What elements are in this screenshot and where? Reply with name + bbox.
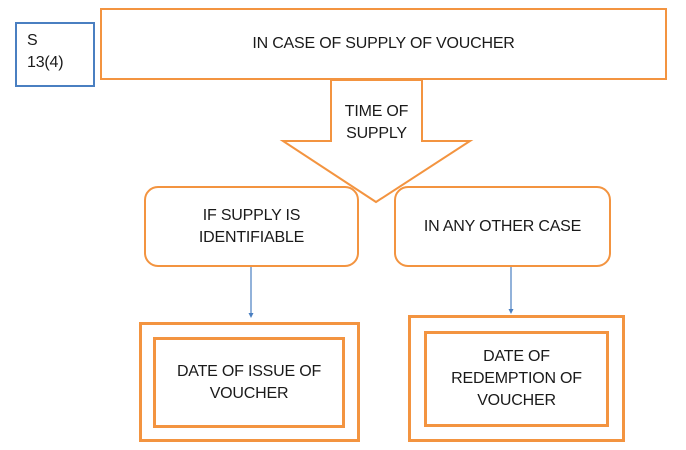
condition-line1: IN ANY OTHER CASE [423,217,582,235]
arrow-label: TIME OF SUPPLY [331,98,422,148]
result-line: DATE OF [483,348,550,365]
arrow-label-line1: TIME OF [344,103,409,120]
section-label-box: S 13(4) [15,22,95,87]
result-line: REDEMPTION OF [451,370,582,387]
connector-left-arrowhead [248,313,254,318]
condition-line2: IDENTIFIABLE [198,228,305,246]
result-line: VOUCHER [209,384,289,402]
arrow-label-line2: SUPPLY [346,125,407,142]
result-line: DATE OF ISSUE OF [176,362,322,380]
result-line: VOUCHER [477,392,556,409]
time-of-supply-arrow [279,79,474,204]
condition-box-identifiable: IF SUPPLY IS IDENTIFIABLE [144,186,359,267]
result-inner-box-issue: DATE OF ISSUE OF VOUCHER [153,337,345,428]
result-outer-box-issue [139,322,360,442]
condition-box-other: IN ANY OTHER CASE [394,186,611,267]
result-outer-box-redemption [408,315,625,442]
header-box: IN CASE OF SUPPLY OF VOUCHER [100,8,667,80]
condition-line1: IF SUPPLY IS [202,206,301,224]
section-label-line1: S [27,32,38,49]
section-label-line2: 13(4) [27,54,64,71]
connector-right-arrowhead [508,309,514,314]
header-title: IN CASE OF SUPPLY OF VOUCHER [252,35,515,52]
result-inner-box-redemption: DATE OF REDEMPTION OF VOUCHER [424,331,609,427]
